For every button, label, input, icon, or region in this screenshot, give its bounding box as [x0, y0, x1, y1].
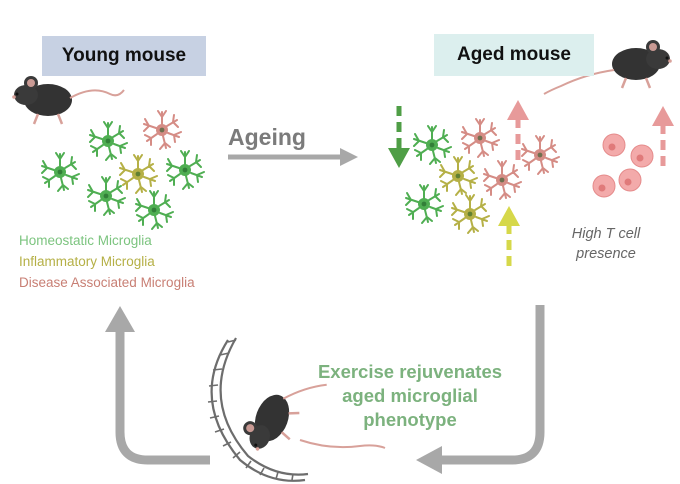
legend-disease-associated: Disease Associated Microglia — [19, 275, 195, 290]
inflammatory-increase-arrow-head — [498, 206, 520, 226]
microglia-icon — [521, 135, 560, 175]
legend-inflammatory: Inflammatory Microglia — [19, 254, 155, 269]
disease-increase-arrow-head — [507, 100, 529, 120]
microglia-icon — [413, 125, 452, 165]
microglia-icon — [166, 150, 205, 190]
microglia-icon — [461, 118, 500, 158]
exercise-wheel-icon — [207, 337, 309, 482]
mouse-tail — [299, 439, 386, 449]
t-cell-icon — [592, 174, 616, 198]
t-cell-icon — [618, 168, 642, 192]
exercise-label: Exercise rejuvenates aged microglial phe… — [317, 361, 503, 430]
mouse-icon — [10, 74, 125, 126]
microglia-icon — [41, 152, 80, 192]
microglia-icon — [89, 121, 128, 161]
homeostatic-decrease-arrow-head — [388, 148, 410, 168]
microglia-icon — [483, 160, 522, 200]
return-arrow-right-head — [416, 446, 442, 474]
microglia-icon — [439, 156, 478, 196]
return-arrow-left — [115, 330, 210, 465]
aged-mouse-label: Aged mouse — [434, 34, 594, 76]
mouse-icon — [543, 38, 674, 95]
t-cell-label: High T cell presence — [571, 226, 641, 262]
ageing-arrow-head — [340, 148, 358, 166]
ageing-label: Ageing — [228, 124, 306, 150]
microglia-icon — [451, 194, 490, 234]
aged-mouse-text: Aged mouse — [456, 44, 572, 65]
legend-homeostatic: Homeostatic Microglia — [19, 233, 152, 248]
young-mouse-label: Young mouse — [42, 36, 206, 76]
young-mouse-text: Young mouse — [61, 45, 187, 66]
t-cell-icon — [630, 144, 654, 168]
microglia-icon — [405, 184, 444, 224]
microglia-icon — [143, 110, 182, 150]
microglia-icon — [87, 176, 126, 216]
microglia-icon — [119, 154, 158, 194]
t-cell-increase-arrow-head — [652, 106, 674, 126]
t-cell-icon — [602, 133, 626, 157]
mouse-icon — [235, 383, 327, 462]
return-arrow-left-head — [105, 306, 135, 332]
microglia-icon — [135, 190, 174, 230]
return-arrow-right — [440, 305, 545, 465]
